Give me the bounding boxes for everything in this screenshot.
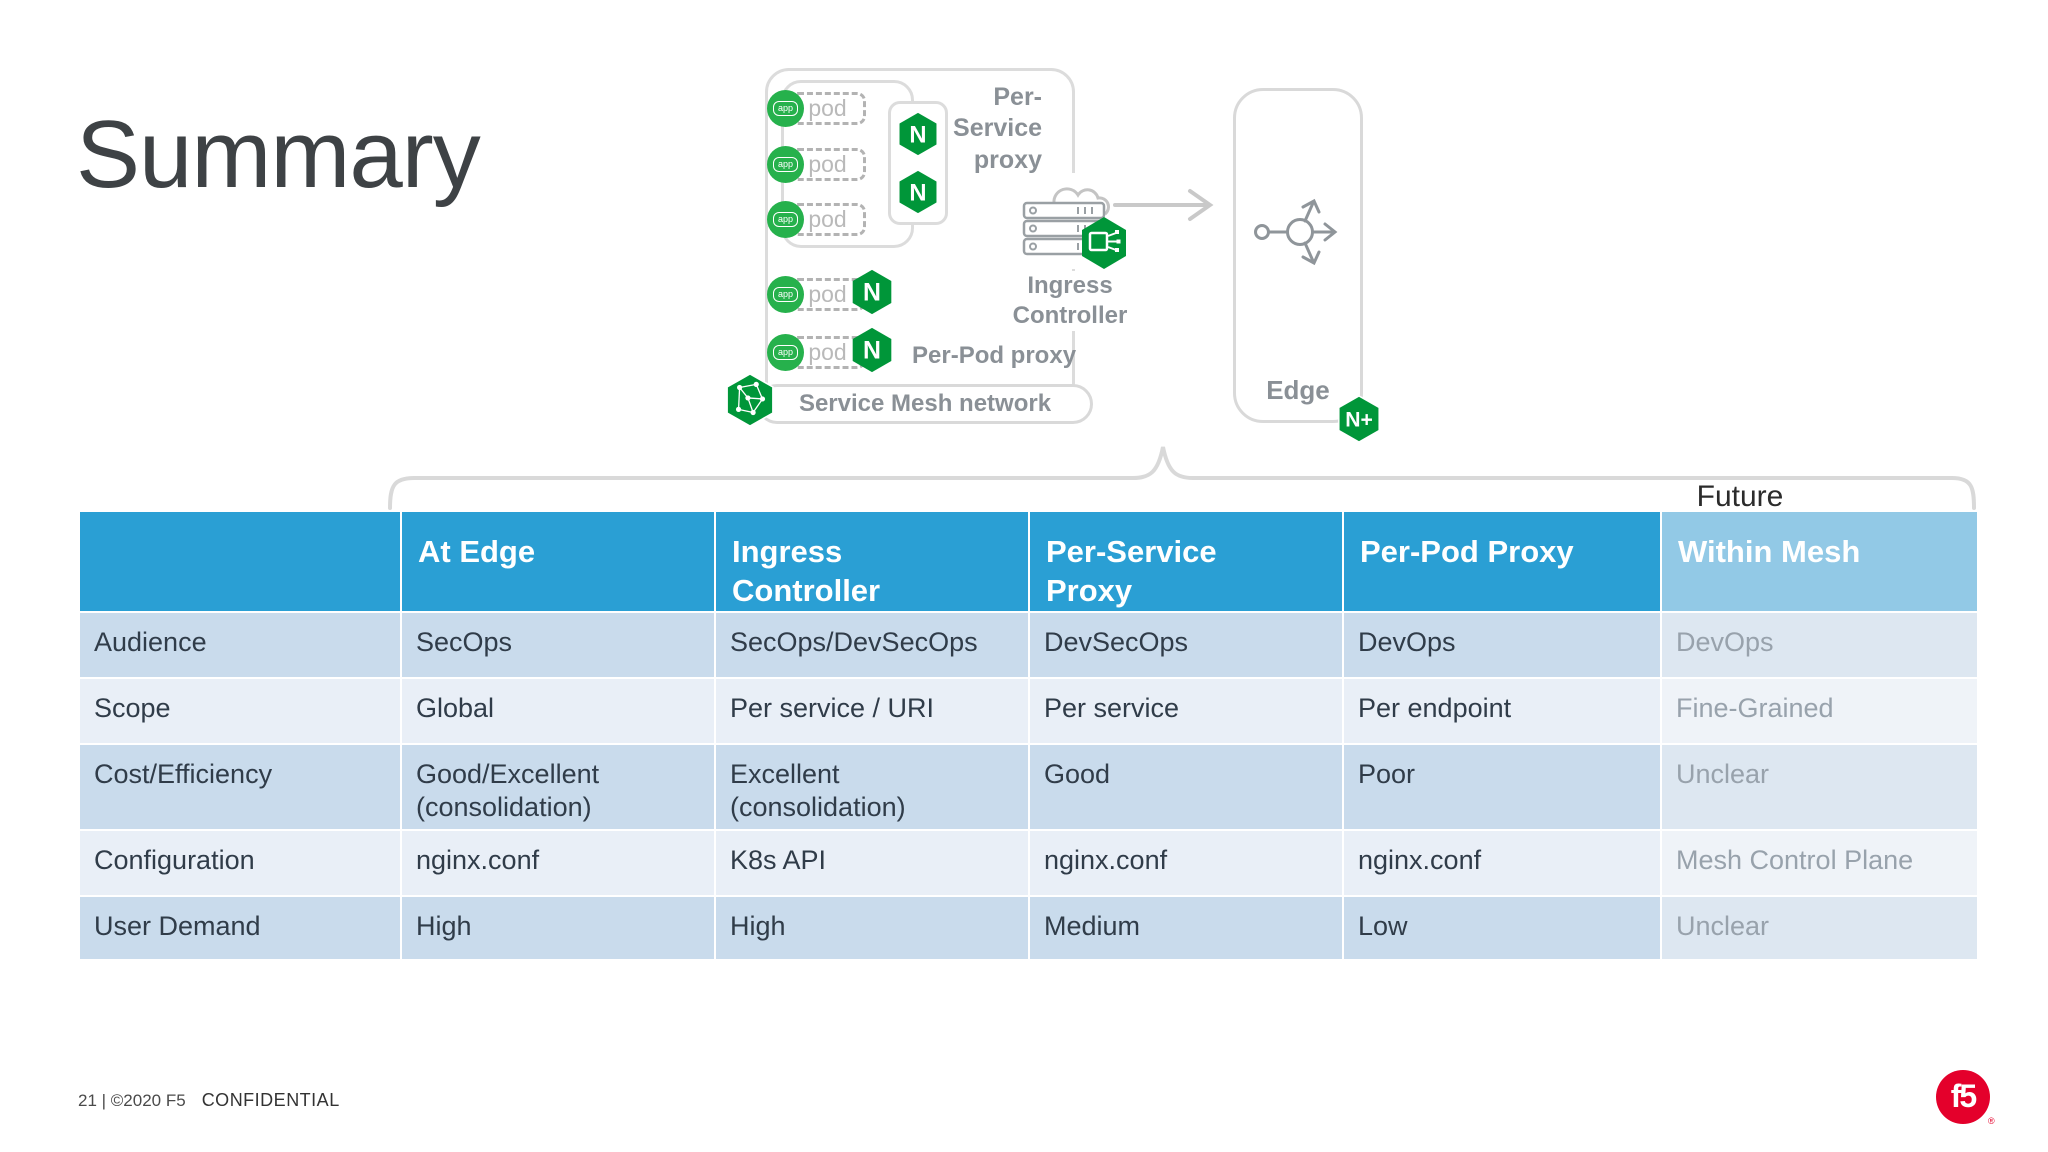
app-icon: app [767,90,804,127]
cell: Per service / URI [716,678,1028,743]
service-mesh-icon [726,373,774,427]
cell: SecOps/DevSecOps [716,612,1028,677]
cell: nginx.conf [402,830,714,895]
header-ingress-controller: Ingress Controller [716,512,1028,611]
table-row-user-demand: User Demand High High Medium Low Unclear [80,896,1977,959]
ingress-controller-icon [1022,173,1126,269]
svg-text:N: N [909,121,926,148]
cell: Poor [1344,744,1660,829]
pod-label: pod [808,206,847,232]
cell: Excellent (consolidation) [716,744,1028,829]
svg-text:N: N [863,338,881,365]
cell: Good/Excellent (consolidation) [402,744,714,829]
per-service-proxy-container: N N [888,101,948,225]
nginx-icon: N [899,112,937,156]
row-label: Scope [80,678,400,743]
pod-box: pod [789,278,866,311]
row-label: Configuration [80,830,400,895]
app-icon: app [767,334,804,371]
flow-arrow-icon [1113,189,1214,221]
cell: Medium [1030,896,1342,959]
header-per-service-proxy: Per-Service Proxy [1030,512,1342,611]
f5-logo-registered-mark: ® [1988,1116,1995,1126]
app-icon: app [767,276,804,313]
confidential-label: CONFIDENTIAL [201,1090,340,1110]
edge-box [1233,88,1363,423]
header-per-pod-proxy: Per-Pod Proxy [1344,512,1660,611]
edge-label: Edge [1266,375,1330,405]
cell: Per service [1030,678,1342,743]
cell: Good [1030,744,1342,829]
cell: Low [1344,896,1660,959]
cell: DevOps [1344,612,1660,677]
brace-icon [388,446,1976,510]
header-within-mesh: Within Mesh [1662,512,1977,611]
app-icon: app [767,201,804,238]
comparison-table: At Edge Ingress Controller Per-Service P… [78,510,1979,961]
cell: nginx.conf [1030,830,1342,895]
row-label: Audience [80,612,400,677]
cell: K8s API [716,830,1028,895]
service-mesh-label: Service Mesh network [798,390,1052,417]
cell: SecOps [402,612,714,677]
per-service-proxy-label: Per-Service proxy [953,83,1042,174]
cell: Fine-Grained [1662,678,1977,743]
svg-text:N+: N+ [1345,409,1373,432]
nginx-chip-icon [1082,217,1126,269]
per-pod-proxy-label: Per-Pod proxy [912,342,1077,369]
pod-label: pod [808,95,847,121]
table-header-row: At Edge Ingress Controller Per-Service P… [80,512,1977,611]
cell: Unclear [1662,896,1977,959]
pod-label: pod [808,151,847,177]
table-row-audience: Audience SecOps SecOps/DevSecOps DevSecO… [80,612,1977,677]
f5-logo: f5 [1936,1070,1990,1124]
cell: Global [402,678,714,743]
cell: Mesh Control Plane [1662,830,1977,895]
cell: Unclear [1662,744,1977,829]
cell: nginx.conf [1344,830,1660,895]
nginx-plus-icon: N+ [1338,395,1380,443]
nginx-icon: N [852,327,892,373]
cell: High [402,896,714,959]
service-mesh-pill: Service Mesh network [757,384,1093,424]
pod-label: pod [808,281,847,307]
cell: Per endpoint [1344,678,1660,743]
header-blank [80,512,400,611]
page-number: 21 | ©2020 F5 [78,1091,186,1110]
row-label: Cost/Efficiency [80,744,400,829]
footer: 21 | ©2020 F5 CONFIDENTIAL [78,1090,340,1111]
load-balancer-icon [1254,198,1338,266]
cell: DevOps [1662,612,1977,677]
nginx-icon: N [899,170,937,214]
svg-text:N: N [909,179,926,206]
pod-label: pod [808,339,847,365]
table-row-cost-efficiency: Cost/Efficiency Good/Excellent (consolid… [80,744,1977,829]
cell: DevSecOps [1030,612,1342,677]
table-row-scope: Scope Global Per service / URI Per servi… [80,678,1977,743]
svg-text:N: N [863,280,881,307]
row-label: User Demand [80,896,400,959]
cell: High [716,896,1028,959]
table-row-configuration: Configuration nginx.conf K8s API nginx.c… [80,830,1977,895]
nginx-icon: N [852,269,892,315]
app-icon: app [767,146,804,183]
future-label: Future [1696,480,1784,513]
ingress-controller-label: Ingress Controller [1008,271,1132,331]
page-title: Summary [76,101,481,208]
header-at-edge: At Edge [402,512,714,611]
